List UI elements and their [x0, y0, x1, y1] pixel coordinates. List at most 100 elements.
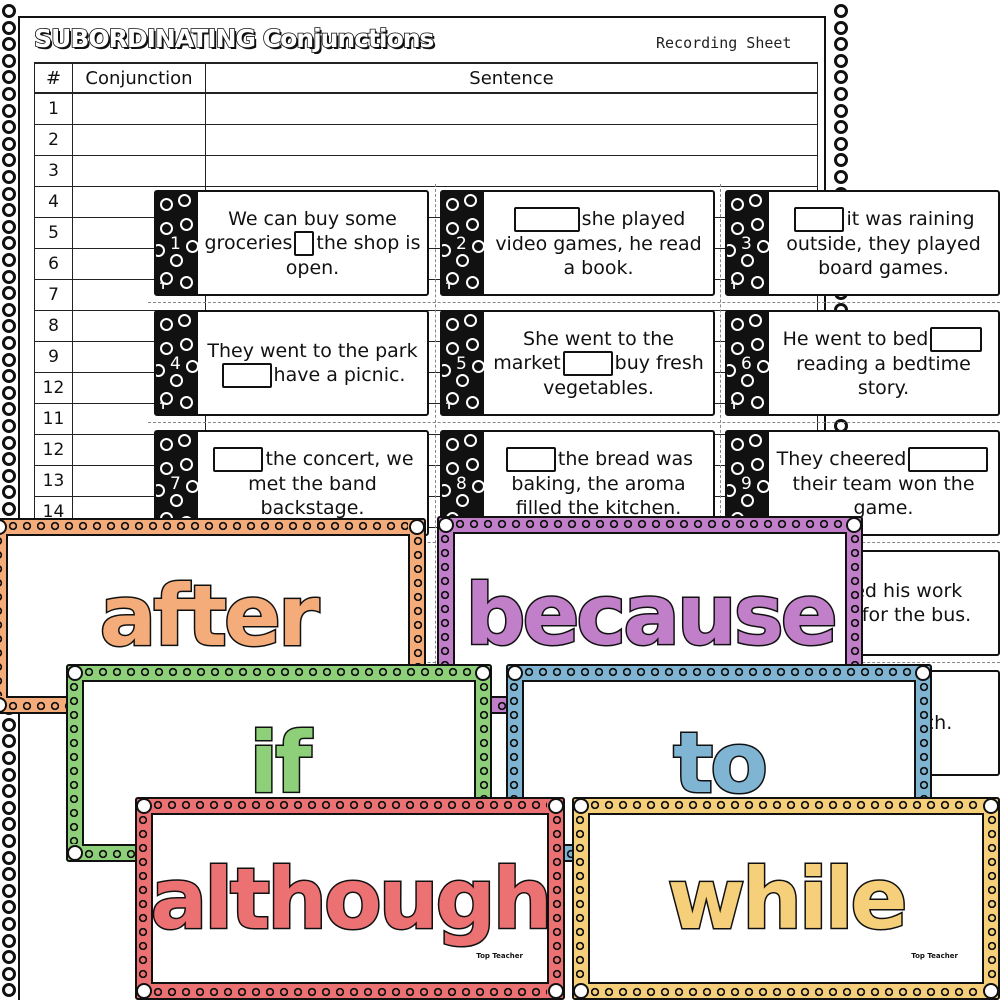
- answer-blank[interactable]: [562, 350, 613, 376]
- dotted-border: [84, 667, 474, 677]
- strip-circle: [749, 434, 762, 447]
- corner-circle: [507, 665, 523, 681]
- answer-blank[interactable]: [505, 446, 556, 472]
- row-number: 7: [34, 278, 73, 311]
- corner-circle: [475, 665, 491, 681]
- conjunction-cell[interactable]: [72, 92, 206, 125]
- card-mark: T: [731, 282, 738, 292]
- border-dot: [2, 983, 16, 998]
- answer-blank[interactable]: [930, 326, 983, 352]
- conjunction-cell[interactable]: [72, 154, 206, 187]
- row-number: 8: [34, 309, 73, 342]
- border-dot: [2, 319, 16, 334]
- conjunction-word: although: [149, 848, 554, 949]
- strip-circle: [741, 494, 754, 507]
- strip-circle: [731, 342, 744, 355]
- table-row: 3: [34, 154, 818, 187]
- strip-circle: [757, 240, 769, 253]
- border-dot: [2, 70, 16, 85]
- corner-circle: [438, 517, 454, 533]
- corner-circle: [548, 983, 564, 999]
- brand-label: Top Teacher: [911, 952, 958, 960]
- conjunction-word: after: [98, 566, 321, 667]
- strip-circle: [186, 360, 198, 373]
- sheet-subtitle: Recording Sheet: [656, 34, 792, 52]
- sentence-end: for the bus.: [861, 603, 972, 626]
- answer-blank[interactable]: [294, 230, 315, 256]
- strip-circle: [156, 244, 165, 257]
- strip-circle: [160, 222, 173, 235]
- border-dot: [834, 170, 848, 184]
- card-mark: T: [446, 402, 453, 412]
- corner-circle: [136, 798, 152, 814]
- sentence-start: We can buy some groceries: [204, 207, 397, 254]
- strip-circle: [446, 462, 459, 475]
- dotted-border: [850, 534, 860, 696]
- word-card-to[interactable]: to: [506, 664, 932, 862]
- strip-circle: [446, 318, 459, 331]
- strip-circle: [446, 438, 459, 451]
- strip-circle: [180, 338, 193, 351]
- sentence-start: He went to bed: [782, 327, 929, 350]
- strip-circle: [160, 198, 173, 211]
- card-strip: 7T: [156, 432, 198, 534]
- strip-circle: [731, 462, 744, 475]
- sentence-cell[interactable]: [205, 92, 818, 125]
- dotted-border: [509, 682, 519, 844]
- card-sentence: He went to bedreading a bedtime story.: [773, 312, 994, 414]
- strip-circle: [757, 480, 769, 493]
- cut-line: [148, 302, 1000, 303]
- answer-blank[interactable]: [908, 446, 989, 472]
- row-number: 12: [34, 371, 73, 404]
- table-header-row: # Conjunction Sentence: [34, 62, 818, 94]
- strip-circle: [160, 342, 173, 355]
- border-dot: [2, 219, 16, 234]
- border-dot: [2, 269, 16, 284]
- strip-circle: [160, 272, 173, 285]
- dotted-border: [440, 534, 450, 696]
- strip-circle: [466, 396, 479, 409]
- sentence-end: the bread was baking, the aroma filled t…: [511, 447, 694, 519]
- sentence-cell[interactable]: [205, 123, 818, 156]
- answer-blank[interactable]: [221, 362, 272, 388]
- card-sentence-inner: the concert, we met the band backstage.: [202, 446, 423, 520]
- strip-circle: [456, 494, 469, 507]
- strip-circle: [749, 194, 762, 207]
- border-dot: [2, 751, 16, 765]
- border-dot: [2, 120, 16, 135]
- strip-circle: [180, 396, 193, 409]
- strip-circle: [156, 364, 165, 377]
- dotted-border: [524, 667, 914, 677]
- word-card-after[interactable]: after: [0, 518, 426, 714]
- sentence-end: their team won the game.: [792, 472, 975, 519]
- left-dot-border: [2, 0, 16, 1000]
- border-dot: [834, 37, 848, 52]
- answer-blank[interactable]: [794, 206, 845, 232]
- card-sentence-inner: the bread was baking, the aroma filled t…: [488, 446, 709, 520]
- answer-blank[interactable]: [513, 206, 580, 232]
- border-dot: [2, 734, 16, 749]
- col-header-conjunction: Conjunction: [72, 62, 206, 94]
- strip-circle: [178, 434, 191, 447]
- border-dot: [2, 917, 16, 931]
- corner-circle: [67, 665, 83, 681]
- dotted-border: [987, 815, 997, 982]
- conjunction-cell[interactable]: [72, 123, 206, 156]
- strip-circle: [757, 360, 769, 373]
- corner-circle: [409, 519, 425, 535]
- sentence-cell[interactable]: [205, 154, 818, 187]
- border-dot: [2, 817, 16, 832]
- row-number: 3: [34, 154, 73, 187]
- border-dot: [2, 37, 16, 52]
- cut-line: [720, 184, 721, 744]
- dotted-border: [138, 815, 148, 982]
- card-number: 8: [456, 474, 467, 494]
- answer-blank[interactable]: [213, 446, 264, 472]
- dotted-border: [69, 682, 79, 844]
- dotted-border: [8, 521, 408, 531]
- border-dot: [2, 867, 16, 882]
